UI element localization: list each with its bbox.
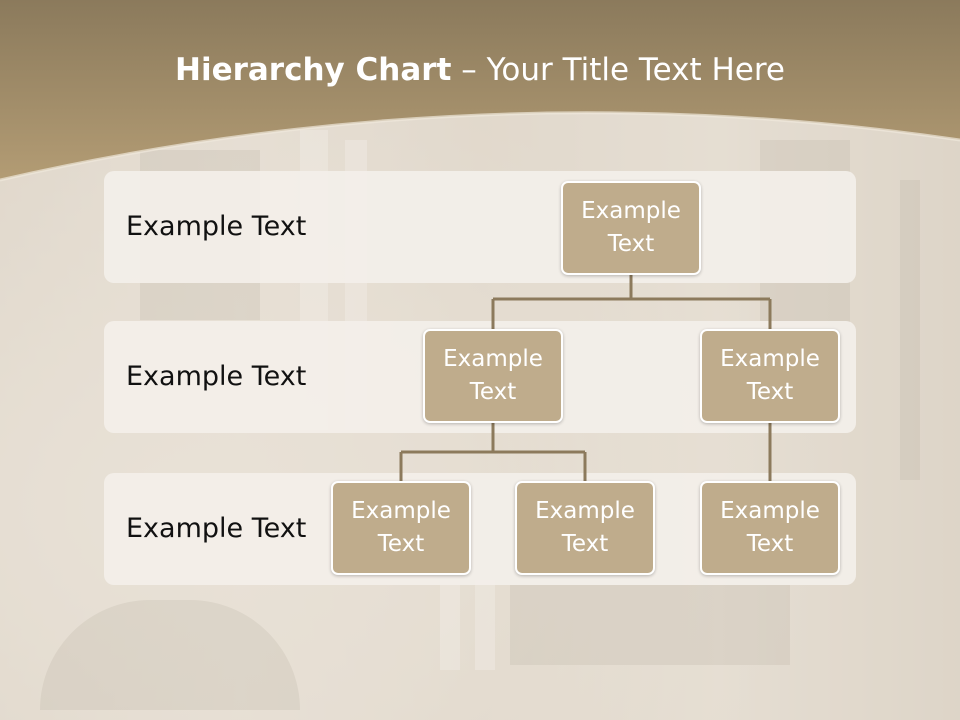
- level-band-1: Example Text: [104, 171, 856, 283]
- node-level2-right-text: Example Text: [720, 346, 820, 405]
- connector-root-to-level2: [491, 274, 772, 330]
- node-level3-a[interactable]: Example Text: [331, 481, 471, 575]
- node-level3-b[interactable]: Example Text: [515, 481, 655, 575]
- node-root-text: Example Text: [581, 198, 681, 257]
- node-level3-c[interactable]: Example Text: [700, 481, 840, 575]
- slide-title: Hierarchy Chart – Your Title Text Here: [0, 52, 960, 88]
- node-level3-c-text: Example Text: [720, 498, 820, 557]
- node-level2-right[interactable]: Example Text: [700, 329, 840, 423]
- title-rest: – Your Title Text Here: [451, 52, 785, 88]
- header-banner: Hierarchy Chart – Your Title Text Here: [0, 0, 960, 190]
- level-label-2: Example Text: [126, 361, 307, 392]
- node-root[interactable]: Example Text: [561, 181, 701, 275]
- title-bold: Hierarchy Chart: [175, 52, 452, 88]
- level-label-1: Example Text: [126, 211, 307, 242]
- level-label-3: Example Text: [126, 513, 307, 544]
- node-level3-b-text: Example Text: [535, 498, 635, 557]
- connector-left-to-level3: [399, 421, 587, 482]
- node-level2-left[interactable]: Example Text: [423, 329, 563, 423]
- node-level2-left-text: Example Text: [443, 346, 543, 405]
- node-level3-a-text: Example Text: [351, 498, 451, 557]
